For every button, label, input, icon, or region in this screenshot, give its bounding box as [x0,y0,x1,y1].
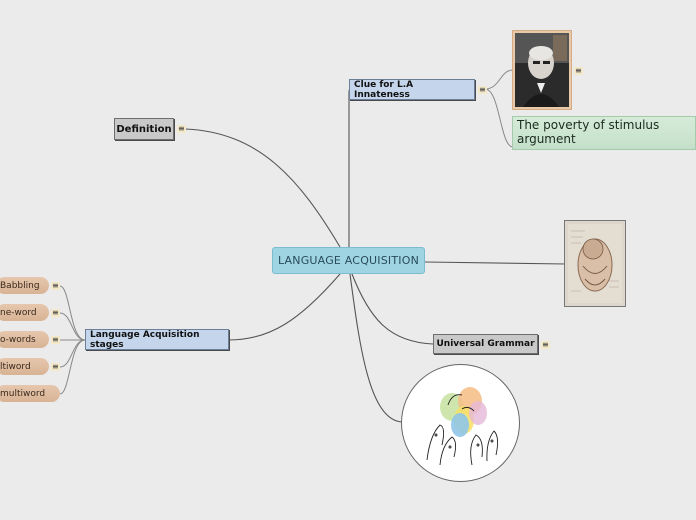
stage-item-label: o-words [0,334,36,345]
topic-definition[interactable]: Definition [114,118,174,140]
topic-clue-label: Clue for L.A Innateness [354,79,414,100]
connector-stage-1 [59,285,86,341]
connector-definition [184,128,341,248]
topic-language-acquisition-stages[interactable]: Language Acquisition stages [85,329,229,350]
note-icon[interactable]: ≡ [574,66,583,75]
connector-chomsky-photo [484,69,514,90]
stage-item[interactable]: o-words [0,331,49,348]
topic-universal-grammar[interactable]: Universal Grammar [433,334,538,354]
note-icon[interactable]: ≡ [51,335,60,344]
portrait-image [515,33,569,107]
connector-stages [228,273,341,341]
note-icon[interactable]: ≡ [51,362,60,371]
stage-item-label: Babbling [0,280,40,291]
connector-stage-5 [59,339,86,395]
note-icon[interactable]: ≡ [478,85,487,94]
connector-stage-4 [59,339,86,368]
note-icon[interactable]: ≡ [541,340,550,349]
note-icon[interactable]: ≡ [177,124,186,133]
connector-stage-2 [59,312,86,341]
topic-definition-label: Definition [116,123,172,135]
topic-poverty-label: The poverty of stimulus argument [517,118,660,146]
connector-faces-image [349,273,403,423]
topic-clue-innateness[interactable]: Clue for L.A Innateness [349,79,475,100]
connector-poverty [484,88,514,148]
connector-fetus-image [424,261,567,265]
stage-item[interactable]: Babbling [0,277,49,294]
fetus-drawing [568,224,622,303]
stage-item[interactable]: ne-word [0,304,49,321]
people-sketch-image[interactable] [401,364,520,482]
topic-stages-label: Language Acquisition stages [90,329,200,350]
central-topic-label: LANGUAGE ACQUISITION [277,254,420,267]
stage-item-label: ltiword [0,361,31,372]
fetus-image[interactable] [564,220,626,307]
topic-poverty-of-stimulus[interactable]: The poverty of stimulus argument [512,116,696,150]
people-sketch [426,387,499,466]
connector-clue [348,87,353,247]
stage-item[interactable]: ltiword [0,358,49,375]
stage-item[interactable]: multiword [0,385,60,402]
topic-universal-grammar-label: Universal Grammar [436,339,535,349]
note-icon[interactable]: ≡ [51,308,60,317]
stage-item-label: multiword [0,388,46,399]
connector-universal-grammar [351,273,434,345]
central-topic[interactable]: LANGUAGE ACQUISITION [272,247,425,274]
chomsky-photo[interactable] [512,30,572,110]
stage-item-label: ne-word [0,307,37,318]
note-icon[interactable]: ≡ [51,281,60,290]
